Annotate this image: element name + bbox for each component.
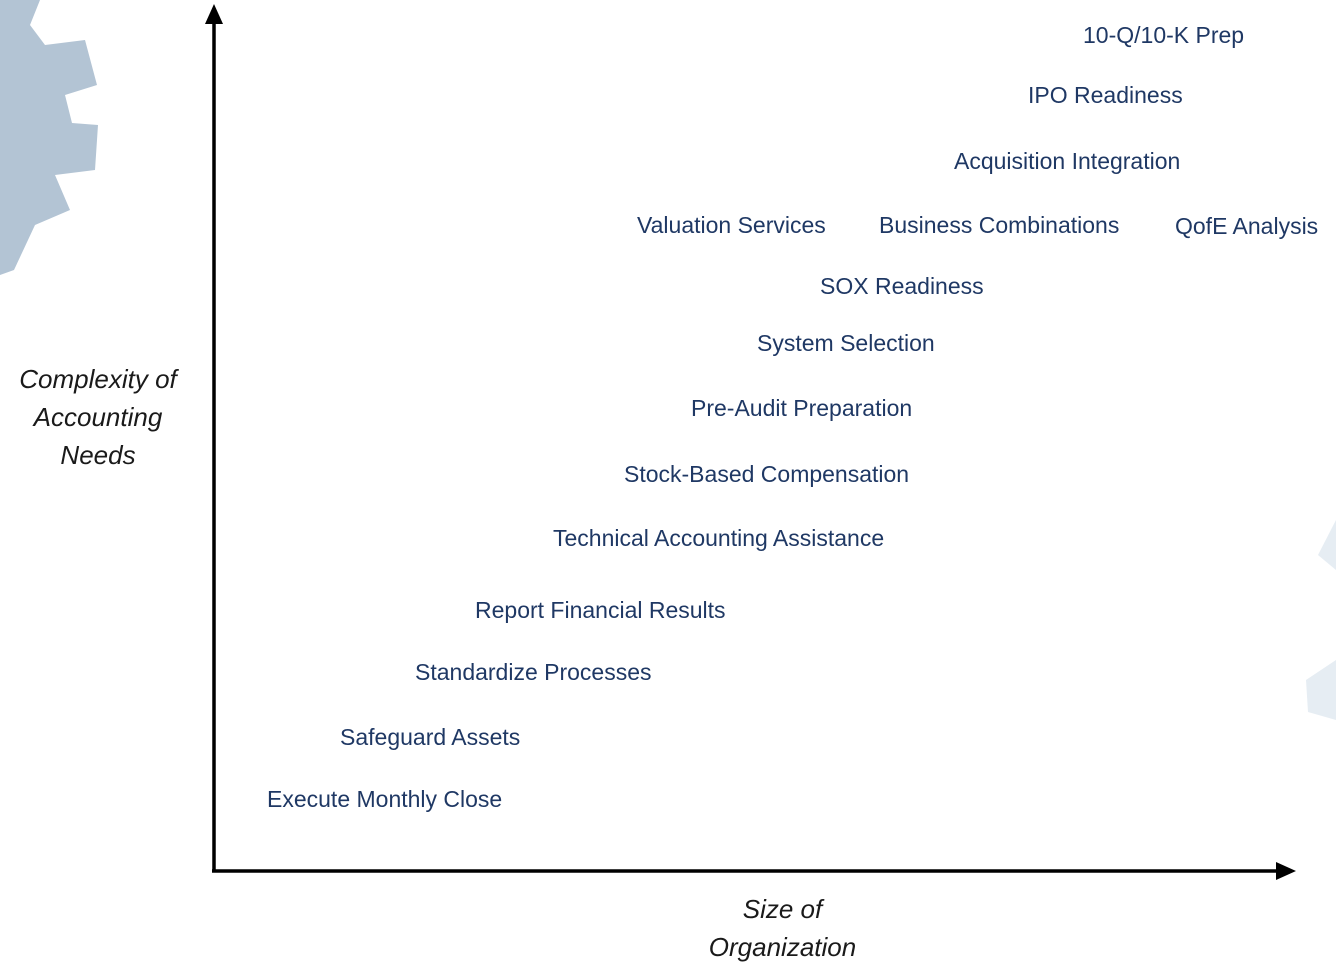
gear-right-bottom-icon (1306, 660, 1336, 720)
gear-left-icon (0, 0, 98, 275)
service-item: Business Combinations (879, 212, 1120, 238)
service-item: Report Financial Results (475, 597, 726, 623)
x-axis-arrow-icon (1276, 862, 1296, 880)
service-item: Technical Accounting Assistance (553, 525, 885, 551)
service-item: Safeguard Assets (340, 724, 521, 750)
service-item: Valuation Services (637, 212, 826, 238)
service-item: 10-Q/10-K Prep (1083, 22, 1245, 48)
service-item: Acquisition Integration (954, 148, 1181, 174)
service-item: IPO Readiness (1028, 82, 1183, 108)
service-item: System Selection (757, 330, 935, 356)
service-item: QofE Analysis (1175, 213, 1319, 239)
y-axis-label: Complexity of Accounting Needs (19, 364, 177, 470)
service-item: Standardize Processes (415, 659, 652, 685)
service-item: Execute Monthly Close (267, 786, 503, 812)
service-item: SOX Readiness (820, 273, 984, 299)
service-item: Pre-Audit Preparation (691, 395, 913, 421)
y-axis-arrow-icon (205, 4, 223, 24)
x-axis-label: Size of Organization (708, 894, 857, 962)
service-item: Stock-Based Compensation (624, 461, 910, 487)
gear-right-top-icon (1318, 520, 1336, 570)
